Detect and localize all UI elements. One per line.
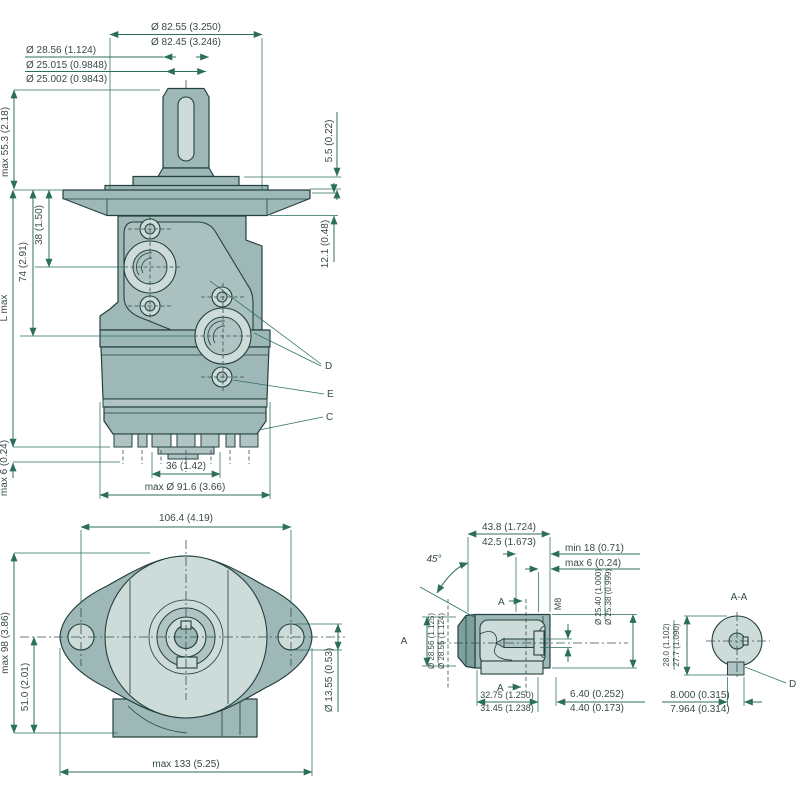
dim-max6s-label: max 6 (0.24) (565, 558, 621, 569)
label-a-bottom: A (497, 683, 504, 694)
shaft-keyway-slot (177, 96, 195, 162)
dim-dia2540-label: Ø 25.40 (1.000) (594, 569, 603, 625)
dim-h280-label: 28.0 (1.102) (662, 623, 671, 666)
dim-w3275-label: 32.75 (1.250) (480, 690, 534, 700)
section-view-geometry (706, 612, 770, 680)
dim-d438-label: 43.8 (1.724) (482, 522, 536, 533)
side-view: 43.8 (1.724) 42.5 (1.673) min 18 (0.71) … (401, 522, 645, 714)
section-cut-line (447, 599, 527, 693)
dim-h55-label: 5.5 (0.22) (324, 120, 335, 163)
ext-dia2540 (552, 575, 637, 669)
callout-leaders (209, 280, 325, 431)
dim-dia2855s-label: Ø 28.55 (1.124) (437, 613, 446, 669)
side-view-dimensions (419, 530, 645, 712)
callout-d2-label: D (789, 679, 796, 690)
bore-curl (730, 645, 740, 650)
dim-dia82b-label: Ø 82.45 (3.246) (151, 37, 221, 48)
dim-max553-label: max 55.3 (2.18) (0, 107, 11, 177)
front-view-dimensions (9, 31, 341, 499)
callout-d2-leader (744, 666, 787, 684)
ext-max133 (59, 648, 313, 776)
side-flange (457, 613, 476, 669)
bottom-boss (480, 660, 544, 675)
mounting-flange (62, 189, 311, 217)
dim-h74-label: 74 (2.91) (18, 242, 29, 282)
dim-h51-label: 51.0 (2.01) (20, 663, 31, 711)
dim-w440-label: 4.40 (0.173) (570, 703, 624, 714)
label-a-left: A (401, 636, 408, 647)
front-view-geometry (62, 80, 311, 472)
ext-w1064 (80, 530, 292, 604)
section-view: A-A 28.0 (1.102) 27.7 (1.090) 8.000 (0.3… (662, 592, 796, 715)
dim-w3145-label: 31.45 (1.238) (480, 703, 534, 713)
dim-h38-label: 38 (1.50) (34, 205, 45, 245)
label-a-top: A (498, 597, 505, 608)
port-centerlines (124, 216, 252, 392)
dim-min18-label: min 18 (0.71) (565, 543, 624, 554)
dim-w8000-label: 8.000 (0.315) (670, 690, 730, 701)
ext-lmax (13, 446, 120, 463)
side-view-geometry (437, 599, 628, 693)
dim-d425-label: 42.5 (1.673) (482, 537, 536, 548)
dim-lmax-label: L max (0, 295, 10, 322)
dim-max133-label: max 133 (5.25) (152, 759, 219, 770)
ext-h280 (673, 615, 727, 676)
stud-hidden-lines (122, 450, 250, 464)
face-view: 106.4 (4.19) max 98 (3.86) 51.0 (2.01) Ø… (0, 513, 345, 776)
dim-dia916-label: max Ø 91.6 (3.66) (145, 482, 226, 493)
flange-detail-lines (63, 198, 310, 216)
dim-max98-label: max 98 (3.86) (0, 612, 11, 674)
dim-w1064-label: 106.4 (4.19) (159, 513, 213, 524)
dim-m8-label: M8 (553, 598, 563, 611)
dim-h121-label: 12.1 (0.48) (320, 220, 331, 268)
callout-e-label: E (327, 389, 334, 400)
ext-max553 (14, 89, 160, 191)
screw-holes (139, 218, 233, 388)
face-view-dimensions (10, 523, 342, 776)
dim-dia25002-label: Ø 25.002 (0.9843) (26, 74, 107, 85)
dim-dia2856-label: Ø 28.56 (1.124) (26, 45, 96, 56)
thin-band (102, 398, 268, 408)
dim-max6-label: max 6 (0.24) (0, 440, 10, 496)
bottom-studs (113, 433, 259, 460)
section-view-dimensions (662, 615, 787, 706)
front-view: Ø 82.55 (3.250) Ø 82.45 (3.246) Ø 28.56 … (0, 22, 341, 499)
chamfer-extension (419, 586, 475, 618)
key-block (727, 661, 745, 676)
section-centerlines (706, 612, 770, 680)
face-view-geometry (20, 540, 345, 738)
shaft-flare (157, 167, 215, 178)
end-cap (103, 406, 267, 435)
callout-c-label: C (326, 412, 333, 423)
face-centerlines (20, 540, 345, 700)
dim-h277-label: 27.7 (1.090) (672, 623, 681, 666)
ext-m8 (540, 638, 572, 648)
hub-relief (176, 656, 198, 669)
section-title: A-A (731, 592, 748, 603)
ext-dia82 (109, 38, 263, 190)
callout-d-label: D (325, 361, 332, 372)
dim-dia2538-label: Ø 25.38 (0.999) (604, 569, 613, 625)
dim-dia2856s-label: Ø 28.56 (1.125) (427, 613, 436, 669)
ext-dia916 (99, 402, 271, 499)
ext-dia1355 (295, 623, 342, 651)
dim-dia25015-label: Ø 25.015 (0.9848) (26, 60, 107, 71)
dim-dia1355-label: Ø 13.55 (0.53) (324, 648, 335, 712)
dim-w36-label: 36 (1.42) (166, 461, 206, 472)
dim-angle45-arc (436, 562, 469, 594)
ext-w8000 (727, 677, 745, 706)
dim-angle45-label: 45° (426, 554, 441, 565)
dim-dia82a-label: Ø 82.55 (3.250) (151, 22, 221, 33)
dim-w7964-label: 7.964 (0.314) (670, 704, 730, 715)
ext-h121 (270, 192, 338, 216)
dim-w640-label: 6.40 (0.252) (570, 689, 624, 700)
